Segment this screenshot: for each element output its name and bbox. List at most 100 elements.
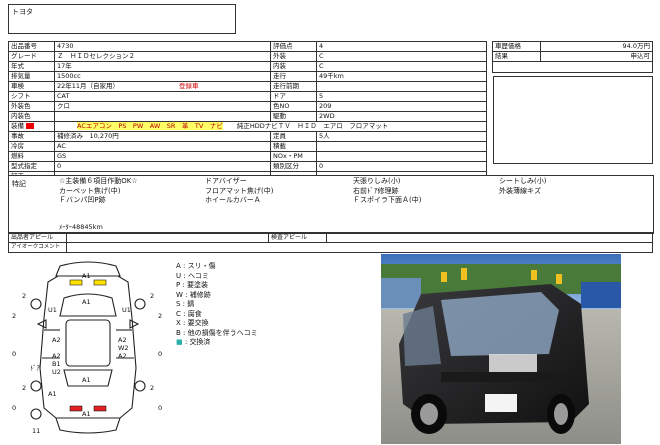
notes-col4: シートしみ(小) 外装薄線キズ bbox=[499, 177, 546, 196]
registration-badge: 登録車 bbox=[179, 82, 199, 91]
spec-value: C bbox=[316, 51, 487, 62]
legend-text: スリ・傷 bbox=[187, 262, 216, 270]
label-a2-left1: A2 bbox=[52, 336, 61, 344]
spec-label: 冷房 bbox=[8, 141, 55, 152]
spec-value: 17年 bbox=[54, 61, 271, 72]
spec-label: 年式 bbox=[8, 61, 55, 72]
legend-key: S bbox=[176, 300, 181, 308]
mirror-right bbox=[129, 319, 140, 329]
label-u2: U2 bbox=[52, 368, 61, 376]
count-label: 2 bbox=[22, 292, 26, 300]
legend-text: 要塗装 bbox=[187, 281, 209, 289]
spec-label: 定員 bbox=[270, 131, 317, 142]
legend-key: W bbox=[176, 290, 183, 299]
label-b1: B1 bbox=[52, 360, 61, 368]
label-w2: W2 bbox=[118, 344, 129, 352]
label-a2-right1: A2 bbox=[118, 336, 127, 344]
car-photo-image bbox=[381, 254, 621, 444]
equip-warning-icon bbox=[26, 123, 34, 129]
car-photo bbox=[381, 254, 621, 444]
count-label: 2 bbox=[12, 312, 16, 320]
wheel-rl bbox=[30, 380, 42, 392]
count-label: 2 bbox=[150, 292, 154, 300]
spec-value: クロ bbox=[54, 101, 271, 112]
item-comment-label: アイオークコメント bbox=[8, 242, 67, 253]
spec-label: 型式指定 bbox=[8, 161, 55, 172]
note-item: ホイールカバーＡ bbox=[205, 196, 261, 204]
spec-label: 燃料 bbox=[8, 151, 55, 162]
maker-box: トヨタ bbox=[8, 4, 236, 34]
label-door: ﾄﾞｱ bbox=[30, 364, 41, 372]
label-a2-left2: A2 bbox=[52, 352, 61, 360]
notes-col2: ドアバイザー フロアマット焦げ(中) ホイールカバーＡ bbox=[205, 177, 273, 206]
price-value: 94.0万円 bbox=[540, 41, 653, 52]
spec-label: 事故 bbox=[8, 131, 55, 142]
label-a1-bottom: A1 bbox=[82, 410, 91, 418]
note-item: ドアバイザー bbox=[205, 177, 247, 185]
legend-item: X : 要交換 bbox=[176, 319, 209, 327]
legend-key: X bbox=[176, 319, 181, 327]
spec-value: Ｚ ＨＩＤセレクション２ bbox=[54, 51, 271, 62]
mirror-left bbox=[36, 319, 47, 329]
wheel-fl bbox=[30, 298, 42, 310]
count-label: 2 bbox=[150, 384, 154, 392]
legend-key: ■ bbox=[176, 338, 183, 346]
spec-value: 5 bbox=[316, 91, 487, 102]
spec-value: CAT bbox=[54, 91, 271, 102]
headlamp-right bbox=[93, 279, 107, 286]
headlamp-left bbox=[69, 279, 83, 286]
count-label: 2 bbox=[22, 384, 26, 392]
spec-label: 車検 bbox=[8, 81, 55, 92]
note-item: ☆主装備６項目作動OK☆ bbox=[59, 177, 138, 185]
spec-label: 走行前期 bbox=[270, 81, 317, 92]
spec-value: 49千km bbox=[316, 71, 487, 82]
spec-label: 内装 bbox=[270, 61, 317, 72]
spec-label: 外装色 bbox=[8, 101, 55, 112]
count-label: 0 bbox=[12, 350, 16, 358]
spec-value bbox=[316, 81, 487, 92]
taillamp-right bbox=[93, 405, 107, 412]
spec-label: 評価点 bbox=[270, 41, 317, 52]
legend-item: W : 補修跡 bbox=[176, 290, 211, 299]
equip-extra: 純正HDDナビＴＶ ＨＩＤ エアロ フロアマット bbox=[236, 122, 389, 131]
spec-value: AC bbox=[54, 141, 271, 152]
legend-text: 補修跡 bbox=[189, 290, 211, 299]
spec-label: 色NO bbox=[270, 101, 317, 112]
rear-bumper-shape bbox=[55, 417, 121, 434]
note-item: 外装薄線キズ bbox=[499, 186, 541, 195]
spec-label: 走行 bbox=[270, 71, 317, 82]
label-11: 11 bbox=[32, 427, 40, 435]
label-a1-rear: A1 bbox=[82, 376, 91, 384]
label-u1-right: U1 bbox=[122, 306, 131, 314]
front-bumper-shape bbox=[55, 261, 121, 277]
note-item: シートしみ(小) bbox=[499, 177, 547, 185]
spec-value: C bbox=[316, 61, 487, 72]
legend-item: P : 要塗装 bbox=[176, 281, 209, 289]
spec-value: 209 bbox=[316, 101, 487, 112]
spec-label: 内装色 bbox=[8, 111, 55, 122]
wheel-fr bbox=[134, 298, 146, 310]
label-a1-top: A1 bbox=[82, 272, 91, 280]
windshield bbox=[59, 293, 117, 317]
spec-value: 0 bbox=[316, 161, 487, 172]
spec-label: 出品番号 bbox=[8, 41, 55, 52]
maker-name: トヨタ bbox=[12, 8, 33, 16]
legend-text: 腐食 bbox=[187, 309, 202, 318]
legend-text: 要交換 bbox=[187, 319, 209, 327]
spec-value: 補修済み 10,270円 bbox=[54, 131, 271, 142]
legend-key: P bbox=[176, 281, 181, 289]
label-a2-right2: A2 bbox=[118, 352, 127, 360]
note-item: Ｆバンパ凹P跡 bbox=[59, 196, 106, 204]
